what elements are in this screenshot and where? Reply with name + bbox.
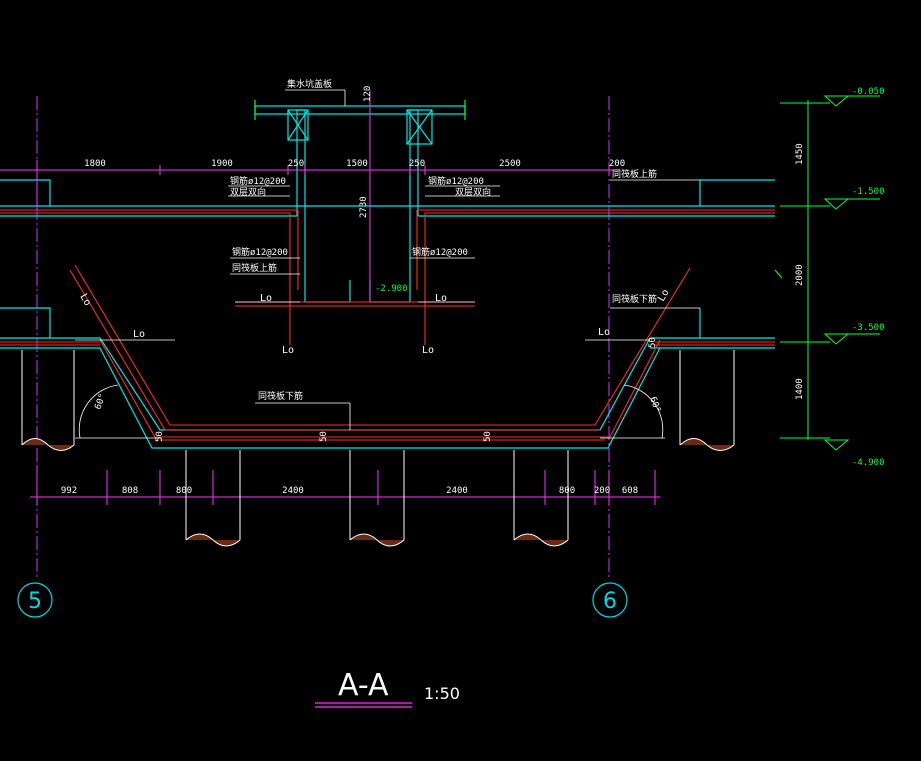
bottom-dim-3: 800: [176, 486, 192, 496]
lo-label-2: Lo: [133, 329, 145, 340]
left-rebar-label: 钢筋ø12@200: [230, 175, 286, 187]
left-wall-note: 同筏板上筋: [232, 262, 277, 274]
lo-label-4: Lo: [435, 293, 447, 304]
section-title: A-A: [338, 668, 389, 703]
bottom-note: 同筏板下筋: [258, 390, 303, 402]
pit-depth: 2730: [359, 196, 369, 218]
lo-leaders: [75, 89, 700, 430]
lo-label-8: Lo: [656, 288, 672, 304]
lo-label-6: Lo: [422, 345, 434, 356]
axis-label-5: 5: [28, 589, 42, 614]
bottom-dim-2: 808: [122, 486, 138, 496]
cap-note: 集水坑盖板: [287, 78, 332, 90]
angle-arcs: [75, 384, 665, 439]
vertical-dim-2: 2000: [795, 264, 805, 286]
vertical-dim-3: 1400: [795, 378, 805, 400]
bottom-dim-5: 2400: [446, 486, 468, 496]
grid-axis-bubbles: 5 6: [17, 582, 628, 618]
small-dim-4: 50: [648, 337, 658, 348]
piles: [21, 350, 735, 547]
bottom-dimension-line: [30, 465, 660, 505]
left-wall-rebar: 钢筋ø12@200: [232, 246, 288, 258]
bottom-dim-1: 992: [61, 486, 77, 496]
top-dim-5: 250: [409, 159, 425, 169]
elevation-2: -1.500: [852, 187, 885, 197]
small-dim-1: 50: [155, 431, 165, 442]
small-dim-3: 50: [483, 431, 493, 442]
cap-dim: 120: [363, 86, 373, 102]
lo-label-3: Lo: [260, 293, 272, 304]
slab-outline: [0, 100, 775, 449]
pit-elevation: -2.900: [375, 284, 408, 294]
top-dim-3: 250: [288, 159, 304, 169]
top-dim-6: 2500: [499, 159, 521, 169]
title-underline: [315, 702, 412, 708]
axis-label-6: 6: [603, 589, 617, 614]
left-rebar-sub: 双层双向: [230, 186, 266, 198]
bottom-dim-4: 2400: [282, 486, 304, 496]
lo-label-1: Lo: [77, 292, 93, 308]
bottom-dim-6: 800: [559, 486, 575, 496]
right-wall-note: 同筏板下筋: [612, 293, 657, 305]
lo-label-5: Lo: [282, 345, 294, 356]
elevation-1: -0.050: [852, 87, 885, 97]
top-dim-4: 1500: [346, 159, 368, 169]
angle-right: 60°: [647, 396, 662, 415]
top-dim-1: 1800: [84, 159, 106, 169]
right-rebar-label: 钢筋ø12@200: [428, 175, 484, 187]
top-dim-7: 200: [609, 159, 625, 169]
top-dim-2: 1900: [211, 159, 233, 169]
elevation-4: -4.900: [852, 458, 885, 468]
rebar-lines: [0, 209, 775, 441]
vertical-dim-1: 1450: [795, 143, 805, 165]
section-scale: 1:50: [424, 684, 460, 703]
lo-label-7: Lo: [598, 327, 610, 338]
grid-axis-lines: [36, 96, 610, 580]
bottom-dim-8: 608: [622, 486, 638, 496]
top-dimension-line: [0, 90, 620, 302]
bottom-dim-7: 200: [594, 486, 610, 496]
elevation-column: [774, 95, 880, 451]
right-rebar-sub: 双层双向: [455, 186, 491, 198]
right-wall-rebar: 钢筋ø12@200: [412, 246, 468, 258]
elevation-3: -3.500: [852, 323, 885, 333]
right-note-top: 同筏板上筋: [612, 168, 657, 180]
small-dim-2: 50: [319, 431, 329, 442]
